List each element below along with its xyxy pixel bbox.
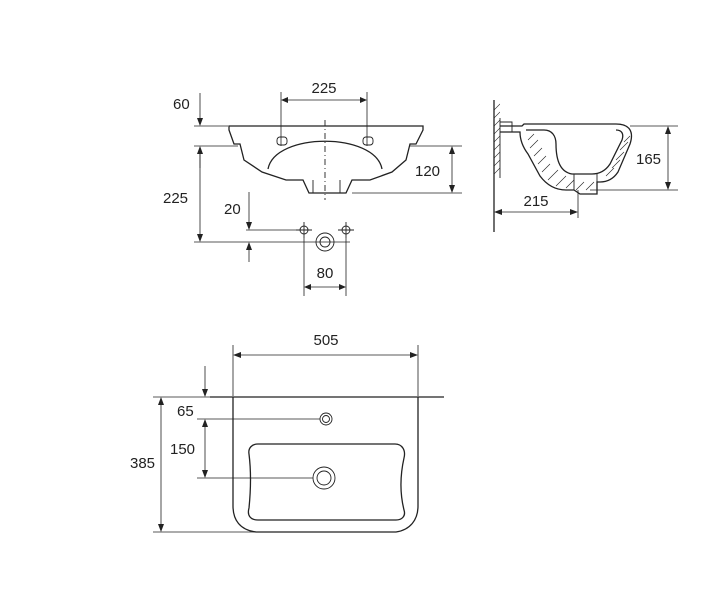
front-drain-collar (312, 180, 341, 193)
top-drain-inner (316, 470, 332, 486)
side-view: 165 215 (493, 100, 678, 232)
side-wall-hatch (494, 103, 500, 175)
dim-tap-hole-spacing: 225 (311, 80, 336, 97)
dim-side-height: 165 (636, 151, 661, 168)
side-basin-inner (526, 129, 624, 175)
front-basin-outline (228, 125, 424, 194)
dim-drain-offset: 150 (170, 441, 195, 458)
side-bracket (500, 121, 513, 133)
dim-bolt-offset: 20 (224, 201, 241, 218)
front-tap-hole-left (276, 136, 288, 146)
dim-bolt-spacing: 80 (317, 265, 334, 282)
dim-tap-hole-offset: 65 (177, 403, 194, 420)
top-tap-hole-inner (322, 415, 330, 423)
side-section-hatch (527, 133, 631, 191)
side-basin-outer (500, 123, 633, 195)
top-basin-outline (232, 397, 419, 533)
drain-outer (315, 232, 335, 252)
dim-side-depth: 215 (523, 193, 548, 210)
dim-height-to-drain: 225 (163, 190, 188, 207)
front-view: 225 60 225 120 20 80 (163, 80, 462, 296)
dim-top-depth: 385 (130, 455, 155, 472)
drain-inner (319, 236, 331, 248)
front-tap-hole-right (362, 136, 374, 146)
top-tap-hole-outer (319, 412, 333, 426)
top-bowl (247, 443, 406, 521)
dim-top-offset: 60 (173, 96, 190, 113)
top-view: 505 385 65 150 (130, 332, 444, 533)
front-bowl-arc (267, 140, 383, 170)
top-drain-outer (312, 466, 336, 490)
dim-bowl-depth: 120 (415, 163, 440, 180)
dim-top-width: 505 (313, 332, 338, 349)
